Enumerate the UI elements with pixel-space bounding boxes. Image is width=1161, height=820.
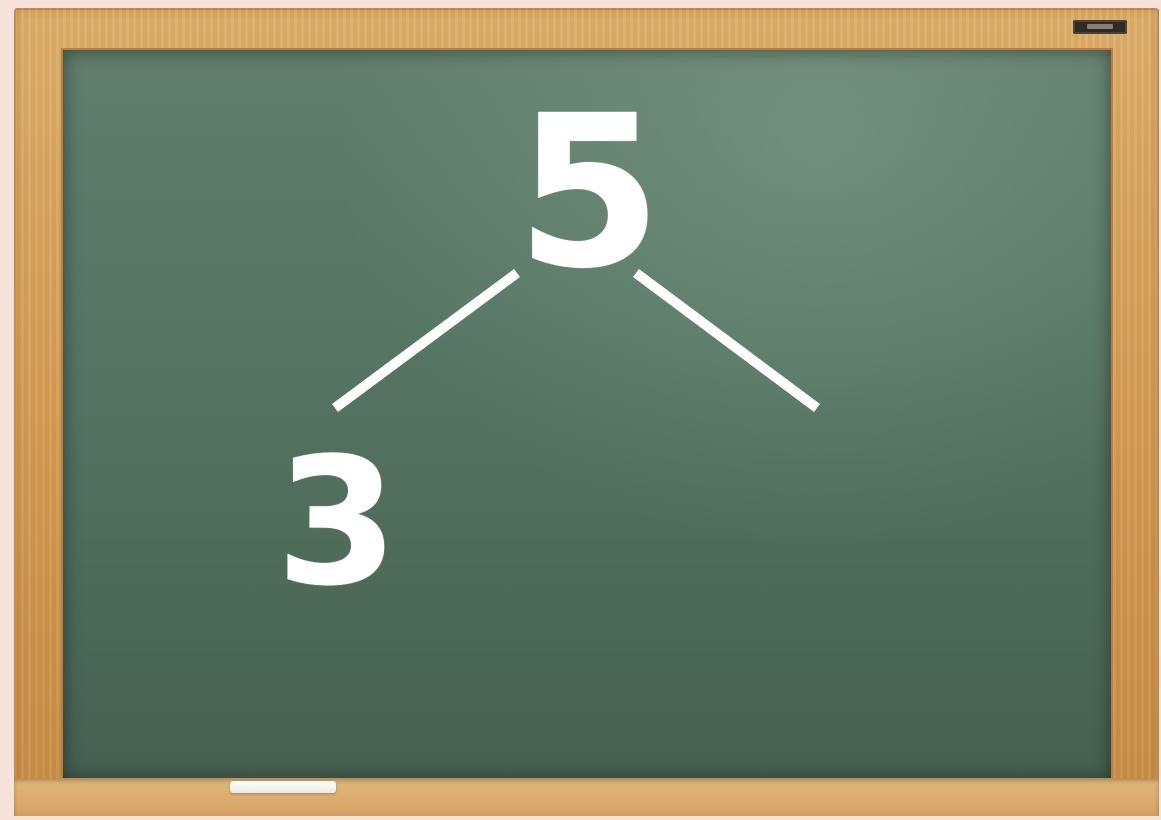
left-branch-line [335,273,517,408]
left-part-number: 3 [272,435,402,605]
whole-number: 5 [516,88,656,288]
right-branch-line [636,273,817,408]
chalk-stick-icon[interactable] [230,781,336,793]
chalk-tray [14,778,1159,816]
right-part-number [760,435,890,605]
